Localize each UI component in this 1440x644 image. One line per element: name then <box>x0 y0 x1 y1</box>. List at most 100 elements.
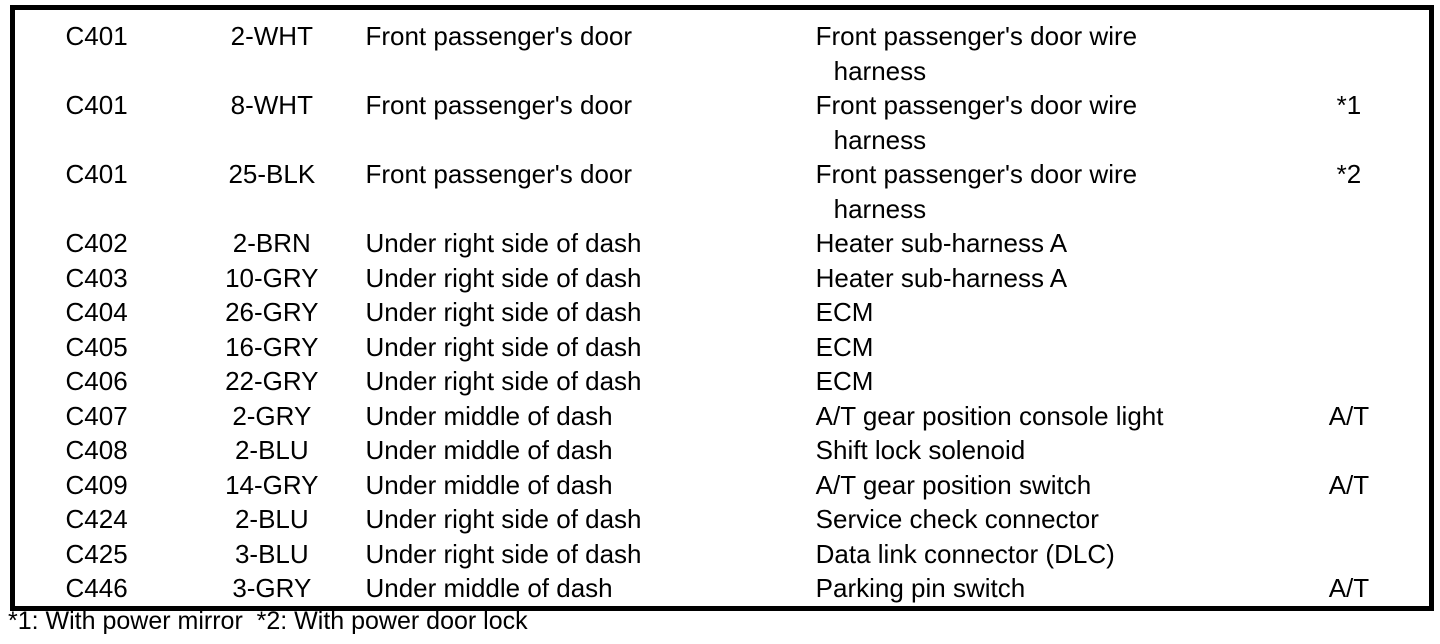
cell-note: A/T <box>1328 469 1370 500</box>
table-row: C401 25-BLK Front passenger's door Front pa… <box>13 157 1432 226</box>
cell-connector-code: C401 <box>65 90 128 120</box>
table-row: C403 10-GRY Under right side of dash Heater… <box>13 261 1432 296</box>
cell-cavity-color: 2-BLU <box>234 435 309 465</box>
cell-note <box>1269 364 1432 399</box>
cell-cavity-color: 22-GRY <box>225 366 319 396</box>
cell-cavity-color: 8-WHT <box>230 90 313 120</box>
cell-note <box>1269 502 1432 537</box>
connects-to-line-1: A/T gear position console light <box>815 400 1164 431</box>
cell-location: Under right side of dash <box>365 538 642 569</box>
cell-location: Under right side of dash <box>365 297 642 327</box>
cell-connects-to: A/T gear position console light <box>816 399 1269 434</box>
table-row: C408 2-BLU Under middle of dash Shift lock … <box>13 433 1432 468</box>
cell-connects-to: Heater sub-harness A <box>816 261 1269 296</box>
cell-connects-to: Heater sub-harness A <box>816 226 1269 261</box>
connects-to-line-2: harness <box>833 124 927 155</box>
table-row: C405 16-GRY Under right side of dash ECM <box>13 330 1432 365</box>
cell-note <box>1269 537 1432 572</box>
cell-note <box>1269 261 1432 296</box>
cell-connector-code: C446 <box>65 573 128 603</box>
table-row: C424 2-BLU Under right side of dash Service… <box>13 502 1432 537</box>
cell-cavity-color: 3-GRY <box>232 573 312 603</box>
cell-location: Front passenger's door <box>365 159 633 189</box>
cell-location: Front passenger's door <box>365 90 633 120</box>
cell-cavity-color: 2-BRN <box>232 228 311 258</box>
connects-to-line-1: Heater sub-harness A <box>815 262 1068 293</box>
cell-connects-to: Front passenger's door wire harness <box>816 157 1269 226</box>
cell-connects-to: Front passenger's door wire harness <box>816 8 1269 89</box>
cell-note <box>1269 433 1432 468</box>
cell-connects-to: ECM <box>816 330 1269 365</box>
cell-connects-to: ECM <box>816 295 1269 330</box>
cell-connects-to: Data link connector (DLC) <box>816 537 1269 572</box>
cell-location: Under right side of dash <box>365 262 642 293</box>
cell-note <box>1269 226 1432 261</box>
cell-connects-to: Shift lock solenoid <box>816 433 1269 468</box>
cell-connector-code: C403 <box>65 262 128 293</box>
connects-to-line-1: A/T gear position switch <box>815 469 1092 500</box>
footnote-text: *1: With power mirror *2: With power doo… <box>8 607 528 635</box>
cell-note <box>1269 295 1432 330</box>
cell-location: Under right side of dash <box>365 504 642 534</box>
cell-cavity-color: 2-WHT <box>230 21 313 51</box>
cell-connector-code: C424 <box>65 504 128 534</box>
connects-to-line-1: Parking pin switch <box>815 573 1026 603</box>
cell-connector-code: C406 <box>65 366 128 396</box>
cell-connector-code: C405 <box>65 331 128 362</box>
connects-to-line-1: Service check connector <box>815 504 1099 534</box>
cell-cavity-color: 3-BLU <box>234 538 309 569</box>
table-row: C404 26-GRY Under right side of dash ECM <box>13 295 1432 330</box>
table-row: C401 2-WHT Front passenger's door Front pas… <box>13 8 1432 89</box>
cell-connector-code: C401 <box>65 159 128 189</box>
cell-connector-code: C401 <box>65 21 128 51</box>
connects-to-line-1: Front passenger's door wire <box>815 21 1138 51</box>
cell-connects-to: ECM <box>816 364 1269 399</box>
cell-cavity-color: 2-BLU <box>234 504 309 534</box>
cell-note <box>1269 330 1432 365</box>
table-row: C402 2-BRN Under right side of dash Heater … <box>13 226 1432 261</box>
cell-note: *2 <box>1336 159 1362 189</box>
connects-to-line-1: Front passenger's door wire <box>815 90 1138 120</box>
cell-location: Under middle of dash <box>365 400 613 431</box>
connects-to-line-2: harness <box>833 193 927 224</box>
cell-connector-code: C402 <box>65 228 128 258</box>
connects-to-line-1: ECM <box>815 331 874 362</box>
connects-to-line-2: harness <box>833 55 927 86</box>
connects-to-line-1: ECM <box>815 297 874 327</box>
cell-location: Front passenger's door <box>365 21 633 51</box>
cell-cavity-color: 14-GRY <box>225 469 319 500</box>
cell-connector-code: C408 <box>65 435 128 465</box>
cell-cavity-color: 2-GRY <box>232 400 312 431</box>
cell-location: Under middle of dash <box>365 435 613 465</box>
cell-cavity-color: 26-GRY <box>225 297 319 327</box>
cell-note: A/T <box>1328 573 1370 603</box>
table-row: C401 8-WHT Front passenger's door Front pas… <box>13 88 1432 157</box>
cell-connects-to: Front passenger's door wire harness <box>816 88 1269 157</box>
table-row: C409 14-GRY Under middle of dash A/T gear p… <box>13 468 1432 503</box>
cell-cavity-color: 10-GRY <box>225 262 319 293</box>
cell-note: A/T <box>1328 400 1370 431</box>
cell-location: Under right side of dash <box>365 366 642 396</box>
cell-connector-code: C409 <box>65 469 128 500</box>
cell-cavity-color: 25-BLK <box>228 159 316 189</box>
connects-to-line-1: Data link connector (DLC) <box>815 538 1115 569</box>
cell-connects-to: Service check connector <box>816 502 1269 537</box>
cell-location: Under right side of dash <box>365 228 642 258</box>
cell-cavity-color: 16-GRY <box>225 331 319 362</box>
cell-note: *1 <box>1336 90 1362 120</box>
cell-connector-code: C425 <box>65 538 128 569</box>
table-row: C425 3-BLU Under right side of dash Data li… <box>13 537 1432 572</box>
cell-note <box>1269 8 1432 89</box>
cell-connector-code: C407 <box>65 400 128 431</box>
cell-connects-to: Parking pin switch <box>816 571 1269 608</box>
cell-connects-to: A/T gear position switch <box>816 468 1269 503</box>
cell-location: Under right side of dash <box>365 331 642 362</box>
connects-to-line-1: Heater sub-harness A <box>815 228 1068 258</box>
connects-to-line-1: Front passenger's door wire <box>815 159 1138 189</box>
cell-location: Under middle of dash <box>365 469 613 500</box>
cell-connector-code: C404 <box>65 297 128 327</box>
